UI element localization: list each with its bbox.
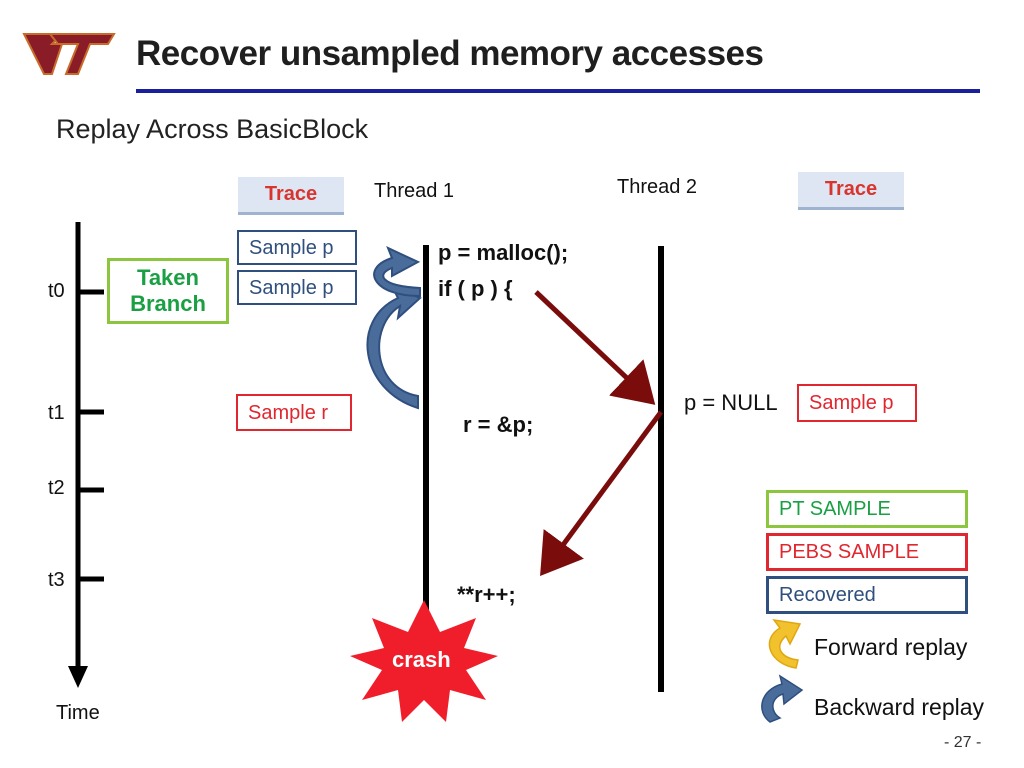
thread1-label: Thread 1: [374, 180, 455, 202]
tick-label-t2: t2: [48, 477, 65, 499]
backward-replay-arrow-small: [373, 246, 421, 298]
tick-label-t0: t0: [48, 280, 65, 302]
sample-p-thread2-label: Sample p: [809, 392, 894, 414]
page-number: - 27 -: [944, 734, 982, 751]
taken-branch-line1: Taken: [137, 264, 199, 290]
legend-pebs-sample: PEBS SAMPLE: [766, 533, 968, 571]
sample-p-pebs-thread2: Sample p: [797, 384, 917, 422]
code-line-malloc: p = malloc();: [438, 240, 569, 265]
code-line-assign-r: r = &p;: [463, 412, 534, 437]
sample-r-pebs: Sample r: [236, 394, 352, 431]
sample-r-label: Sample r: [248, 401, 329, 424]
legend-recovered-label: Recovered: [779, 584, 876, 606]
crash-label: crash: [392, 647, 451, 672]
legend-pebs-label: PEBS SAMPLE: [779, 541, 920, 563]
race-arrow-back: [540, 410, 664, 577]
code-line-null: p = NULL: [684, 390, 778, 415]
title-divider: [136, 89, 980, 93]
forward-replay-icon: [768, 618, 802, 669]
legend-forward-replay-label: Forward replay: [814, 634, 968, 660]
sample-p-recovered-1-label: Sample p: [249, 236, 334, 259]
time-axis-label: Time: [56, 702, 100, 724]
backward-replay-icon: [761, 674, 804, 723]
tick-label-t1: t1: [48, 402, 65, 424]
thread2-label: Thread 2: [617, 176, 698, 198]
legend-pt-sample: PT SAMPLE: [766, 490, 968, 528]
trace-badge-thread2: Trace: [798, 172, 904, 210]
page-title: Recover unsampled memory accesses: [136, 34, 764, 73]
taken-branch-box: Taken Branch: [107, 258, 229, 324]
vt-logo-graphic: [22, 33, 116, 75]
vt-logo: [22, 30, 118, 78]
legend-backward-replay-label: Backward replay: [814, 694, 985, 720]
time-axis-arrowhead: [68, 666, 88, 688]
tick-label-t3: t3: [48, 569, 65, 591]
code-line-if: if ( p ) {: [438, 276, 513, 301]
sample-p-recovered-2: Sample p: [237, 270, 357, 305]
trace-badge-thread1: Trace: [238, 177, 344, 215]
race-arrow-down: [534, 290, 656, 405]
legend-pt-label: PT SAMPLE: [779, 498, 891, 520]
sample-p-recovered-1: Sample p: [237, 230, 357, 265]
page-subtitle: Replay Across BasicBlock: [56, 114, 369, 144]
backward-replay-arrow-large: [366, 284, 422, 410]
sample-p-recovered-2-label: Sample p: [249, 276, 334, 299]
code-line-deref: **r++;: [457, 582, 516, 607]
legend-recovered: Recovered: [766, 576, 968, 614]
taken-branch-line2: Branch: [130, 291, 206, 316]
crash-burst: [350, 600, 498, 722]
